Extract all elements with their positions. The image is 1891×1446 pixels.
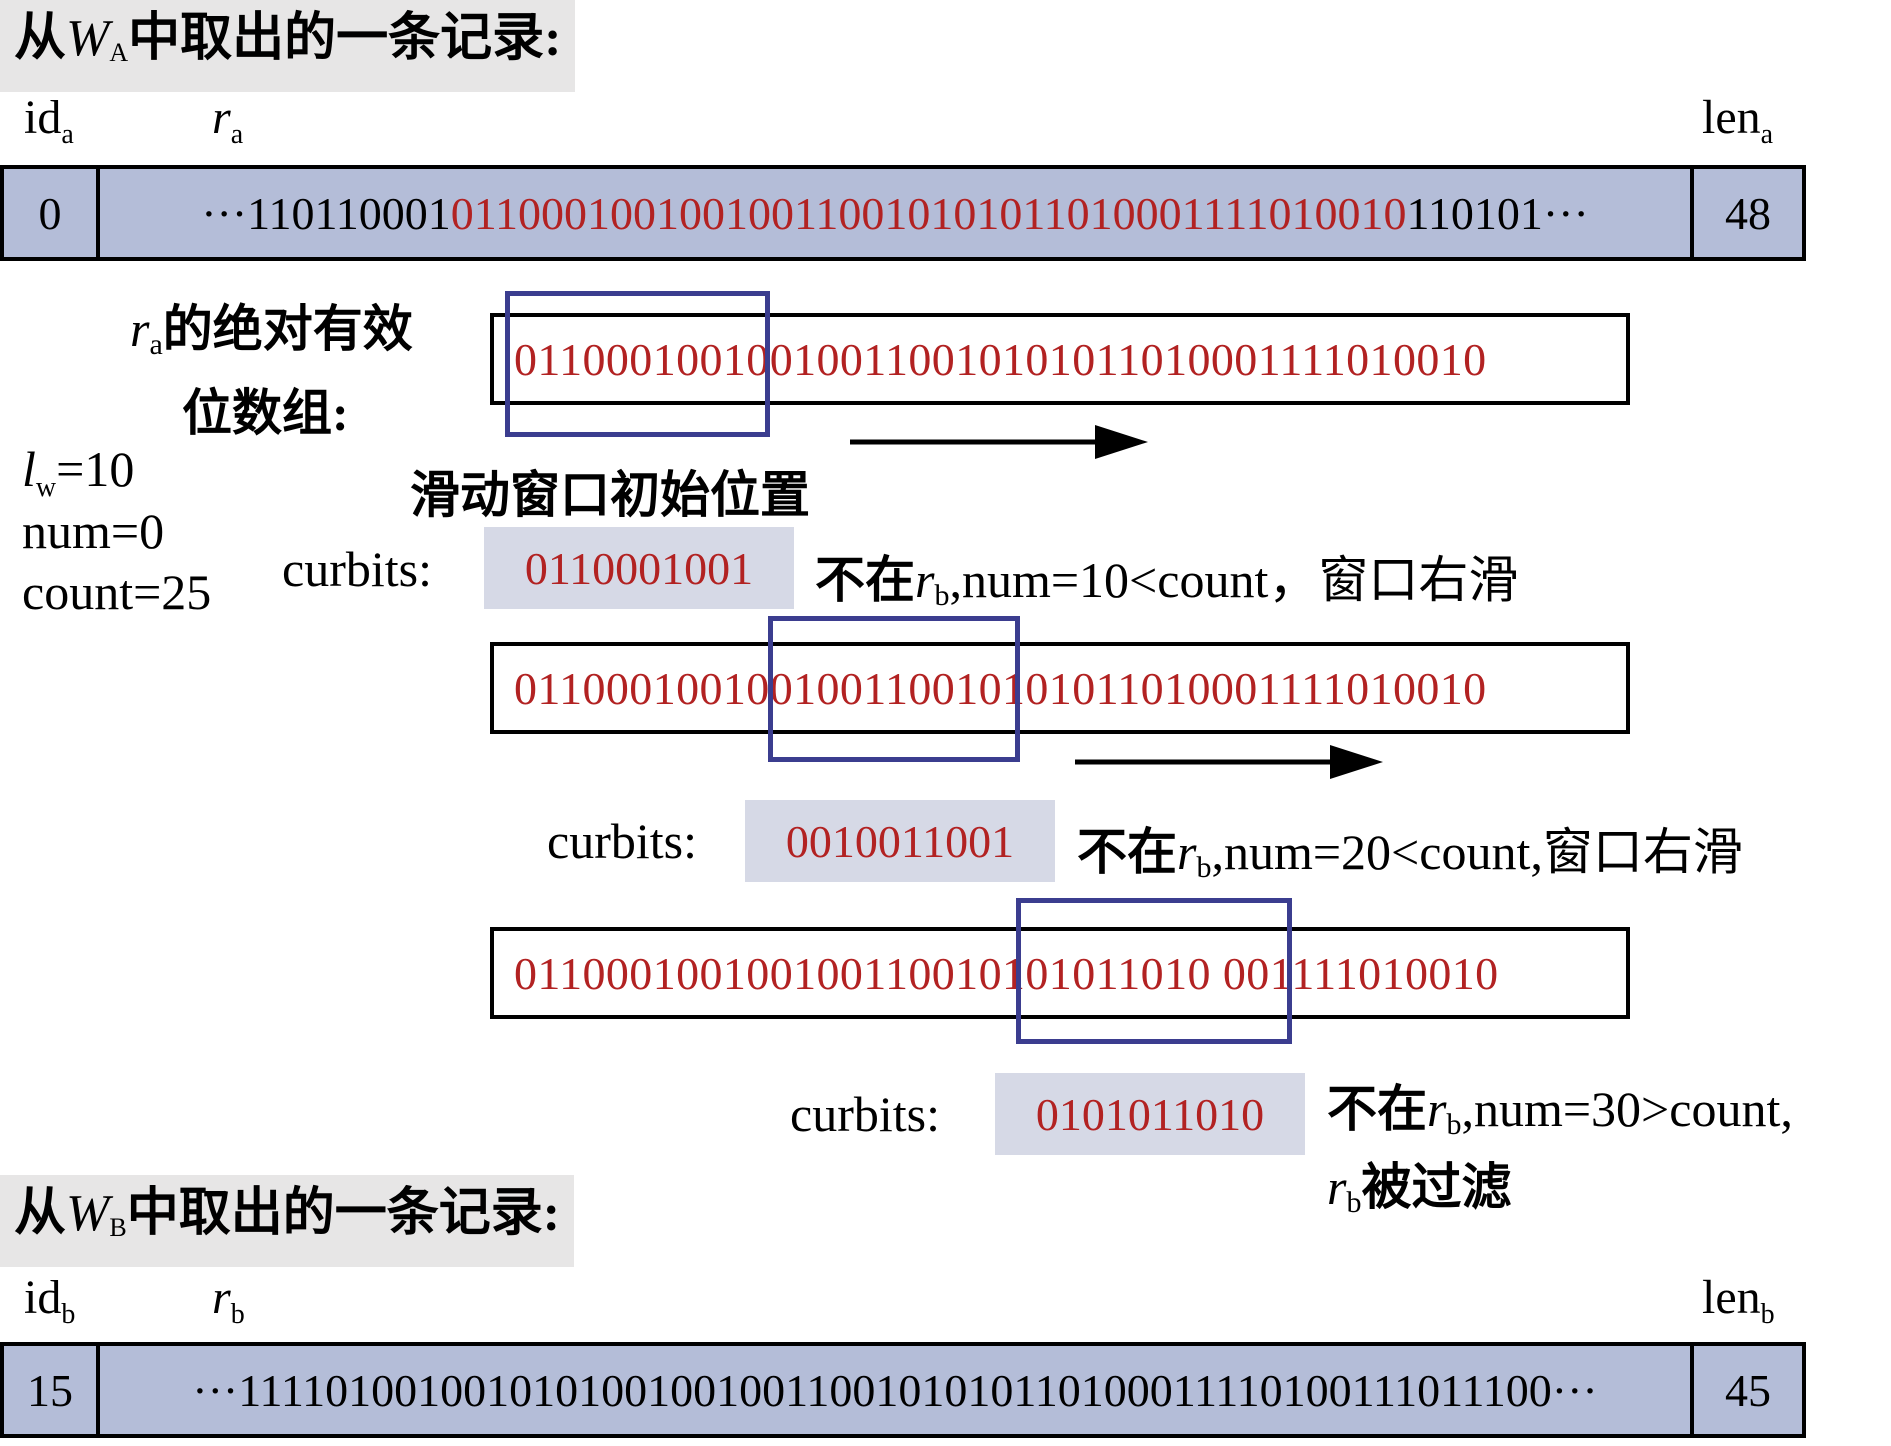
- record-a-heading-suffix: 中取出的一条记录:: [128, 10, 562, 67]
- step-1-note: 不在rb,num=10<count，窗口右滑: [815, 552, 1519, 612]
- curbits-value-2: 0010011001: [745, 800, 1055, 882]
- strip-1-bits-a: 0110001001: [514, 333, 747, 385]
- record-a-len-label: lena: [1702, 91, 1774, 150]
- param-lw: lw=10: [22, 441, 135, 503]
- strip-2-bits-a: 0110001001: [514, 662, 747, 714]
- sliding-window-3: [1016, 898, 1292, 1044]
- strip-2-bits-b: 0010011001: [746, 662, 979, 714]
- record-b-id-label: idb: [24, 1271, 76, 1330]
- record-a-len-cell: 48: [1690, 169, 1802, 257]
- record-b-row: 15 ···1111010010010101001001001100101010…: [0, 1342, 1806, 1438]
- record-b-bits-cell: ···1111010010010101001001001100101010110…: [96, 1346, 1690, 1434]
- sliding-window-1: [505, 291, 770, 437]
- record-b-heading-var: W: [66, 1185, 110, 1242]
- record-a-heading-var: W: [66, 10, 110, 67]
- curbits-label-2: curbits:: [547, 813, 697, 869]
- record-b-heading-prefix: 从: [14, 1185, 67, 1242]
- record-a-r-label: ra: [212, 91, 244, 150]
- curbits-label-1: curbits:: [282, 541, 432, 597]
- record-a-heading-prefix: 从: [14, 10, 67, 67]
- record-b-heading-suffix: 中取出的一条记录:: [126, 1185, 561, 1242]
- record-a-bits-suffix: 110101···: [1406, 187, 1589, 239]
- record-a-id-cell: 0: [38, 187, 62, 239]
- record-b-len-label: lenb: [1702, 1271, 1775, 1330]
- record-a-heading-sub: A: [109, 38, 129, 67]
- strip-3-bits-c: 001111010010: [1222, 947, 1499, 999]
- curbits-value-3: 0101011010: [995, 1073, 1305, 1155]
- curbits-value-1: 0110001001: [484, 527, 794, 609]
- window-caption: 滑动窗口初始位置: [410, 467, 810, 523]
- absolute-array-label: ra的绝对有效 位数组:: [130, 301, 413, 441]
- slide-arrow-1: [850, 425, 1148, 459]
- record-b-heading: 从WB中取出的一条记录:: [0, 1175, 575, 1267]
- strip-3-bits-a: 01100010010010011001: [514, 947, 979, 999]
- step-2-note: 不在rb,num=20<count,窗口右滑: [1077, 824, 1743, 884]
- strip-2-bits-c: 0101011010001111010010: [978, 662, 1487, 714]
- record-b-id-cell: 15: [27, 1364, 73, 1416]
- step-3-note: 不在rb,num=30>count, rb被过滤: [1327, 1081, 1793, 1219]
- slide-arrow-2: [1075, 745, 1383, 779]
- record-a-id-label: ida: [24, 91, 74, 150]
- record-a-bits-prefix: ···110110001: [201, 187, 451, 239]
- strip-1-bits-b: 00100110010101011010001111010010: [746, 333, 1487, 385]
- record-a-bits-highlight: 0110001001001001100101010110100011110100…: [450, 187, 1407, 239]
- record-b-len-cell: 45: [1690, 1346, 1802, 1434]
- record-b-heading-sub: B: [109, 1213, 127, 1242]
- curbits-label-3: curbits:: [790, 1086, 940, 1142]
- param-num: num=0: [22, 503, 165, 559]
- sliding-window-2: [768, 616, 1020, 762]
- record-a-heading: 从WA中取出的一条记录:: [0, 0, 576, 92]
- param-count: count=25: [22, 564, 212, 620]
- record-b-r-label: rb: [212, 1271, 245, 1330]
